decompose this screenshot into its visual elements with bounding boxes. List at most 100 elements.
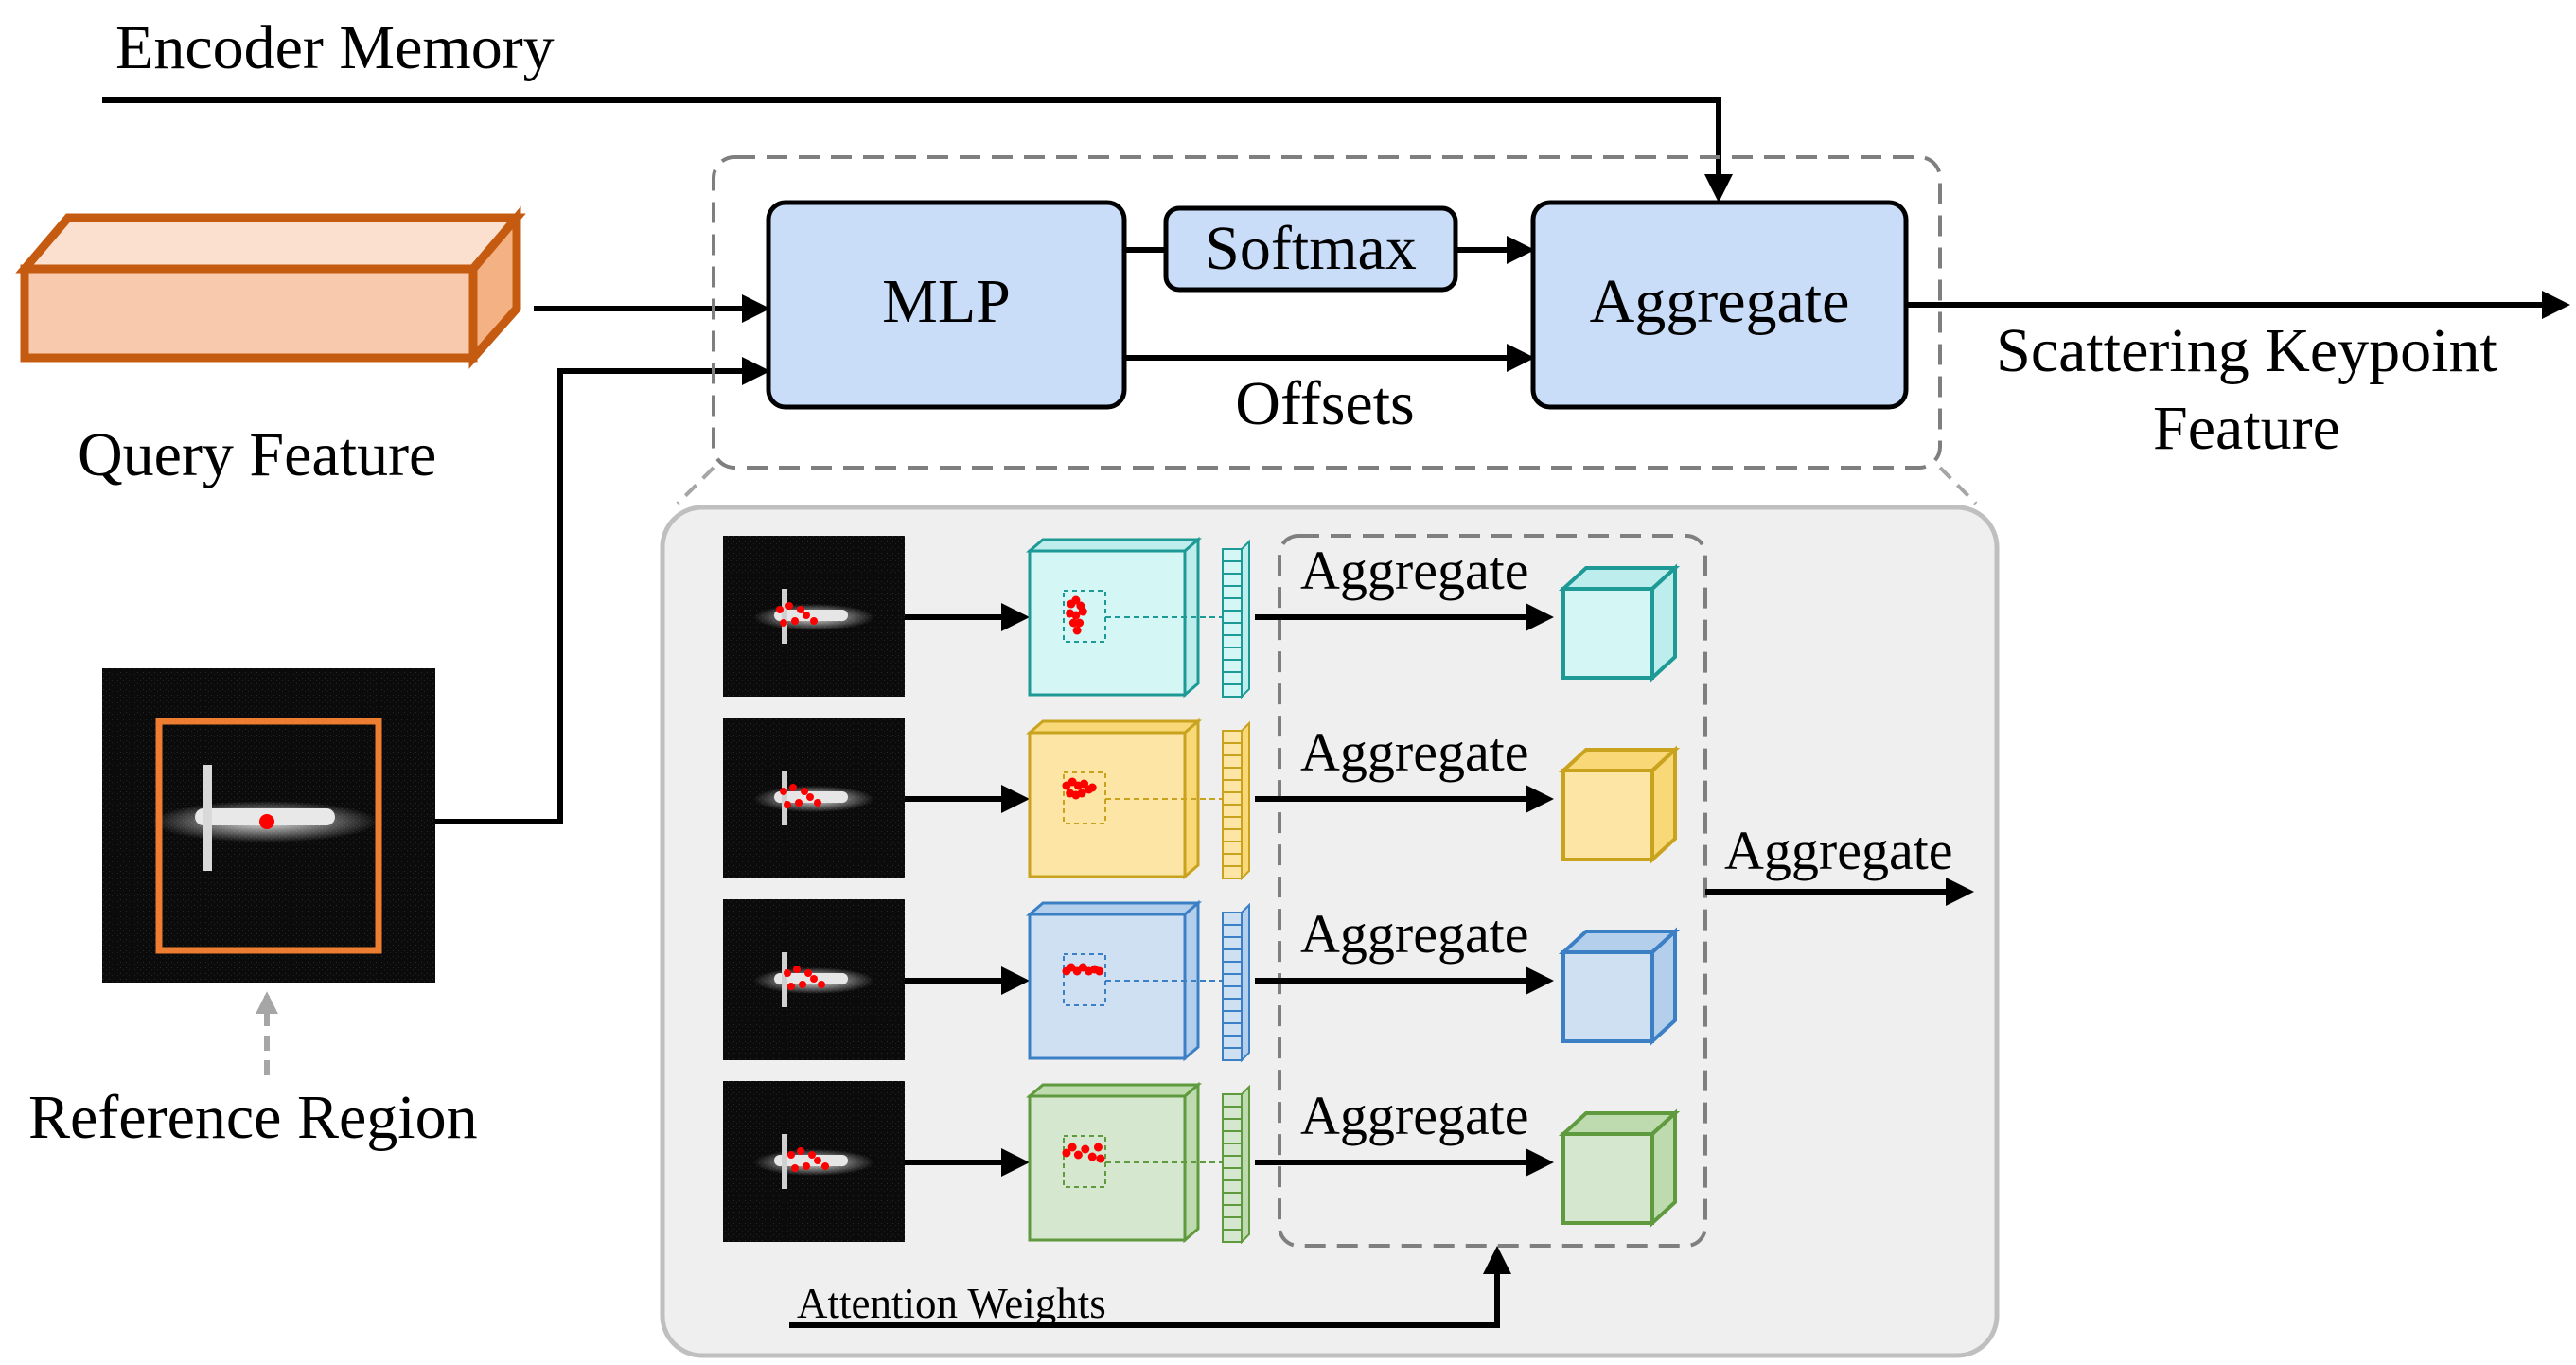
sample-point — [795, 799, 803, 807]
sample-point — [810, 975, 818, 983]
vector-cell — [1222, 622, 1243, 636]
vector-cell — [1222, 948, 1243, 963]
sampled-point — [1087, 783, 1097, 792]
final-aggregate-label: Aggregate — [1724, 820, 1953, 881]
vector-cell — [1222, 804, 1243, 818]
sample-point — [797, 1147, 804, 1155]
sampled-point — [1095, 966, 1104, 976]
sampled-point — [1081, 1144, 1090, 1154]
vector-cell — [1222, 1130, 1243, 1144]
level-aggregate-label: Aggregate — [1300, 540, 1529, 601]
vector-cell — [1222, 924, 1243, 938]
vector-cell — [1222, 791, 1243, 806]
reference-region-label: Reference Region — [28, 1083, 478, 1152]
feature-map-top — [1025, 538, 1203, 553]
sample-point — [791, 1164, 799, 1172]
feature-map-front — [1028, 549, 1187, 697]
vector-cell — [1222, 754, 1243, 769]
sampled-point — [1072, 626, 1082, 635]
sample-point — [785, 602, 793, 610]
sample-point — [810, 617, 818, 625]
feature-map-front — [1028, 913, 1187, 1060]
sar-target-bar — [782, 952, 787, 1007]
vector-cell — [1222, 573, 1243, 587]
vector-cell — [1222, 1192, 1243, 1206]
output-cube-side — [1650, 563, 1677, 682]
vector-cell — [1222, 1143, 1243, 1157]
vector-cell — [1222, 548, 1243, 562]
vector-cell — [1222, 671, 1243, 685]
encoder-memory-arrow — [102, 98, 1733, 203]
sample-point — [804, 969, 812, 977]
sample-point — [791, 617, 799, 625]
vector-cell — [1222, 828, 1243, 842]
vector-cell — [1222, 973, 1243, 987]
query-feature-label: Query Feature — [78, 420, 436, 489]
sample-point — [793, 966, 801, 973]
level-1: Aggregate — [723, 536, 1681, 700]
zoom-guide-right — [1938, 466, 1978, 505]
reference-region-image — [102, 668, 435, 983]
encoder-memory-label: Encoder Memory — [115, 13, 555, 82]
output-cube-side — [1650, 745, 1677, 864]
feature-map-top — [1025, 1083, 1203, 1098]
sample-point — [821, 1162, 829, 1170]
vector-cell — [1222, 998, 1243, 1012]
sample-point — [776, 606, 784, 613]
feature-map-front — [1028, 731, 1187, 878]
level-3: Aggregate — [723, 899, 1681, 1063]
sar-target-bar — [782, 771, 787, 825]
sampled-point — [1071, 595, 1081, 605]
offsets-label: Offsets — [1235, 369, 1414, 438]
deformable-attention-module — [712, 155, 1942, 470]
output-cube-side — [1650, 1108, 1677, 1228]
sampled-point — [1077, 789, 1086, 798]
sample-point — [797, 606, 804, 613]
vector-cell — [1222, 1093, 1243, 1108]
vector-cell — [1222, 961, 1243, 975]
vector-cell — [1222, 730, 1243, 744]
sample-point — [789, 784, 797, 791]
zoom-guide-left — [676, 466, 715, 505]
vector-cell — [1222, 767, 1243, 781]
vector-cell — [1222, 912, 1243, 926]
sampled-point — [1062, 1148, 1071, 1158]
vector-cell — [1222, 1179, 1243, 1194]
sample-point — [799, 981, 806, 988]
vector-cell — [1222, 634, 1243, 648]
vector-cell — [1222, 1167, 1243, 1181]
vector-cell — [1222, 659, 1243, 673]
vector-cell — [1222, 1106, 1243, 1120]
output-label-line2: Feature — [2153, 394, 2340, 463]
vector-side — [1241, 902, 1250, 1063]
vector-cell — [1222, 683, 1243, 698]
attention-weights-arrow — [789, 1246, 1511, 1328]
vector-cell — [1222, 853, 1243, 867]
vector-cell — [1222, 1035, 1243, 1049]
sample-point — [808, 1151, 816, 1159]
vector-side — [1241, 720, 1250, 881]
vector-side — [1241, 1084, 1250, 1245]
query-feature-cuboid — [15, 205, 526, 369]
sampled-point — [1096, 1154, 1105, 1163]
vector-cell — [1222, 610, 1243, 624]
sampled-point — [1080, 779, 1089, 789]
output-cube-front — [1561, 587, 1654, 680]
sampled-point — [1073, 1150, 1083, 1160]
vector-cell — [1222, 1010, 1243, 1024]
sampled-point — [1071, 611, 1081, 620]
vector-cell — [1222, 1204, 1243, 1218]
sample-point — [803, 612, 810, 619]
output-cube-side — [1650, 927, 1677, 1046]
vector-cell — [1222, 1216, 1243, 1231]
sample-point — [784, 801, 791, 808]
sampled-point — [1093, 1143, 1103, 1152]
sample-point — [806, 793, 814, 801]
sampling-window — [1063, 1135, 1106, 1188]
sample-point — [803, 1162, 810, 1170]
mlp-box — [766, 200, 1127, 410]
level-aggregate-label: Aggregate — [1300, 903, 1529, 965]
